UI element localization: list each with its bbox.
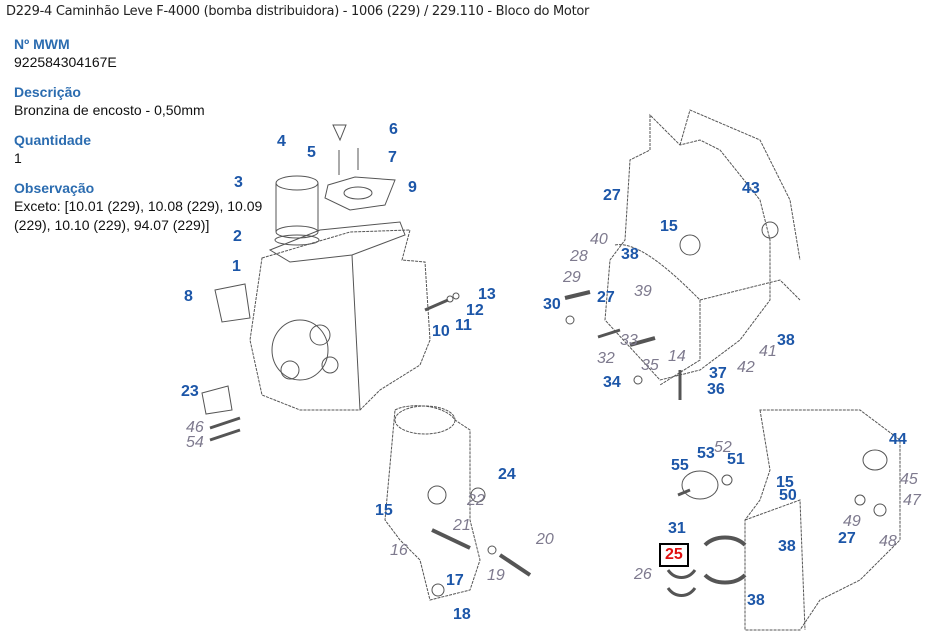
breadcrumb-title: D229-4 Caminhão Leve F-4000 (bomba distr… [6, 4, 590, 19]
quantity-value: 1 [14, 150, 22, 166]
part-callout[interactable]: 33 [620, 332, 638, 349]
part-callout[interactable]: 52 [714, 439, 732, 456]
part-callout[interactable]: 53 [697, 445, 715, 462]
part-callout[interactable]: 18 [453, 606, 471, 623]
part-callout[interactable]: 49 [843, 513, 861, 530]
part-callout[interactable]: 28 [570, 248, 588, 265]
part-callout[interactable]: 3 [234, 174, 243, 191]
part-callout[interactable]: 38 [777, 332, 795, 349]
part-callout[interactable]: 9 [408, 179, 417, 196]
part-callout[interactable]: 51 [727, 451, 745, 468]
part-callout[interactable]: 42 [737, 359, 755, 376]
part-callout[interactable]: 54 [186, 434, 204, 451]
observation-value: Exceto: [10.01 (229), 10.08 (229), 10.09… [14, 198, 263, 233]
part-callout[interactable]: 11 [455, 317, 472, 334]
part-callout[interactable]: 37 [709, 365, 727, 382]
quantity-label: Quantidade [14, 132, 92, 148]
oil-pump-assembly-drawing [384, 405, 532, 601]
flywheel-housing-drawing [564, 109, 801, 400]
mwm-value: 922584304167E [14, 54, 117, 70]
part-callout[interactable]: 46 [186, 419, 204, 436]
part-callout[interactable]: 2 [233, 228, 242, 245]
part-callout[interactable]: 45 [900, 471, 918, 488]
part-callout[interactable]: 6 [389, 121, 398, 138]
part-details: Nº MWM 922584304167E Descrição Bronzina … [14, 36, 264, 247]
part-callout[interactable]: 27 [603, 187, 621, 204]
part-callout[interactable]: 22 [467, 492, 485, 509]
part-callout[interactable]: 27 [838, 530, 856, 547]
part-callout[interactable]: 32 [597, 350, 615, 367]
part-callout[interactable]: 38 [621, 246, 639, 263]
part-callout[interactable]: 27 [597, 289, 615, 306]
part-callout[interactable]: 12 [466, 302, 484, 319]
mwm-label: Nº MWM [14, 36, 70, 52]
description-label: Descrição [14, 84, 81, 100]
part-callout[interactable]: 36 [707, 381, 725, 398]
part-callout[interactable]: 5 [307, 144, 316, 161]
part-callout[interactable]: 15 [660, 218, 678, 235]
part-callout[interactable]: 4 [277, 133, 286, 150]
part-callout[interactable]: 31 [668, 520, 686, 537]
part-callout[interactable]: 43 [742, 180, 760, 197]
part-callout[interactable]: 17 [446, 572, 464, 589]
part-callout[interactable]: 47 [903, 492, 921, 509]
part-callout[interactable]: 38 [747, 592, 765, 609]
part-callout[interactable]: 19 [487, 567, 505, 584]
part-callout[interactable]: 39 [634, 283, 652, 300]
part-callout[interactable]: 34 [603, 374, 621, 391]
part-callout[interactable]: 15 [776, 474, 794, 491]
part-callout[interactable]: 8 [184, 288, 193, 305]
part-callout[interactable]: 14 [668, 348, 686, 365]
part-callout[interactable]: 44 [889, 431, 907, 448]
part-callout[interactable]: 30 [543, 296, 561, 313]
part-callout[interactable]: 29 [563, 269, 581, 286]
observation-label: Observação [14, 180, 95, 196]
part-callout[interactable]: 24 [498, 466, 516, 483]
part-callout[interactable]: 40 [590, 231, 608, 248]
part-callout[interactable]: 38 [778, 538, 796, 555]
part-callout[interactable]: 15 [375, 502, 393, 519]
part-callout[interactable]: 1 [232, 258, 241, 275]
selected-part-callout[interactable]: 25 [659, 543, 689, 567]
part-callout[interactable]: 23 [181, 383, 199, 400]
part-callout[interactable]: 55 [671, 457, 689, 474]
part-callout[interactable]: 35 [641, 357, 659, 374]
part-callout[interactable]: 16 [390, 542, 408, 559]
front-cover-assembly-drawing [666, 409, 901, 631]
part-callout[interactable]: 48 [879, 533, 897, 550]
part-callout[interactable]: 50 [779, 487, 797, 504]
part-callout[interactable]: 7 [388, 149, 397, 166]
part-callout[interactable]: 21 [453, 517, 471, 534]
part-callout[interactable]: 20 [536, 531, 554, 548]
part-callout[interactable]: 13 [478, 286, 496, 303]
part-callout[interactable]: 10 [432, 323, 450, 340]
part-callout[interactable]: 41 [759, 343, 777, 360]
part-callout[interactable]: 26 [634, 566, 652, 583]
description-value: Bronzina de encosto - 0,50mm [14, 102, 205, 118]
engine-block-drawing [201, 124, 460, 442]
